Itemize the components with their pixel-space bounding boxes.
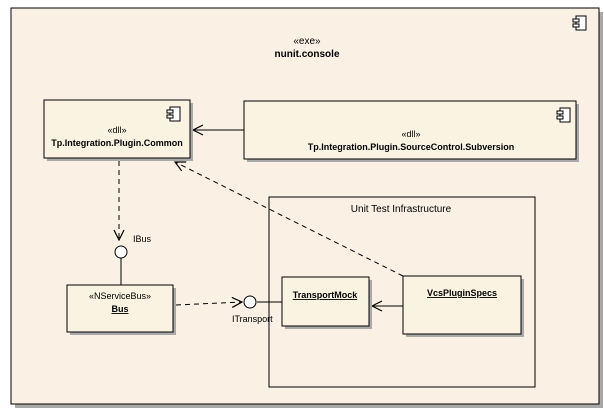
subversion-stereotype: «dll» (401, 129, 420, 139)
bus-stereotype: «NServiceBus» (89, 291, 151, 301)
ibus-interface[interactable]: IBus (114, 234, 152, 259)
specs-to-common-dependency[interactable] (175, 162, 404, 277)
component-icon (572, 15, 587, 31)
itransport-interface[interactable]: ITransport (232, 295, 273, 324)
subversion-component[interactable]: «dll» Tp.Integration.Plugin.SourceContro… (243, 100, 579, 162)
package-name: Unit Test Infrastructure (351, 204, 452, 215)
common-box (43, 99, 191, 159)
common-name: Tp.Integration.Plugin.Common (51, 138, 183, 148)
transportmock-box (281, 276, 370, 327)
transportmock-object[interactable]: TransportMock (281, 276, 372, 329)
component-icon (166, 106, 181, 122)
common-component[interactable]: «dll» Tp.Integration.Plugin.Common (43, 99, 193, 161)
vcspluginspecs-object[interactable]: VcsPluginSpecs (402, 275, 524, 337)
subversion-name: Tp.Integration.Plugin.SourceControl.Subv… (308, 142, 515, 152)
ibus-label: IBus (133, 234, 152, 244)
component-icon (556, 107, 571, 123)
vcspluginspecs-box (402, 275, 522, 335)
bus-box (66, 284, 174, 333)
connectors (119, 130, 404, 306)
itransport-lollipop (243, 295, 257, 309)
bus-name: Bus (111, 304, 128, 314)
bus-object[interactable]: «NServiceBus» Bus (66, 284, 176, 335)
root-name: nunit.console (275, 49, 340, 60)
bus-to-itransport-dependency[interactable] (175, 302, 242, 305)
vcspluginspecs-name: VcsPluginSpecs (427, 288, 497, 298)
subversion-box (243, 100, 577, 160)
transportmock-name: TransportMock (293, 290, 359, 300)
common-stereotype: «dll» (107, 125, 126, 135)
itransport-label: ITransport (232, 314, 273, 324)
root-stereotype: «exe» (293, 36, 321, 47)
ibus-lollipop (114, 245, 128, 259)
